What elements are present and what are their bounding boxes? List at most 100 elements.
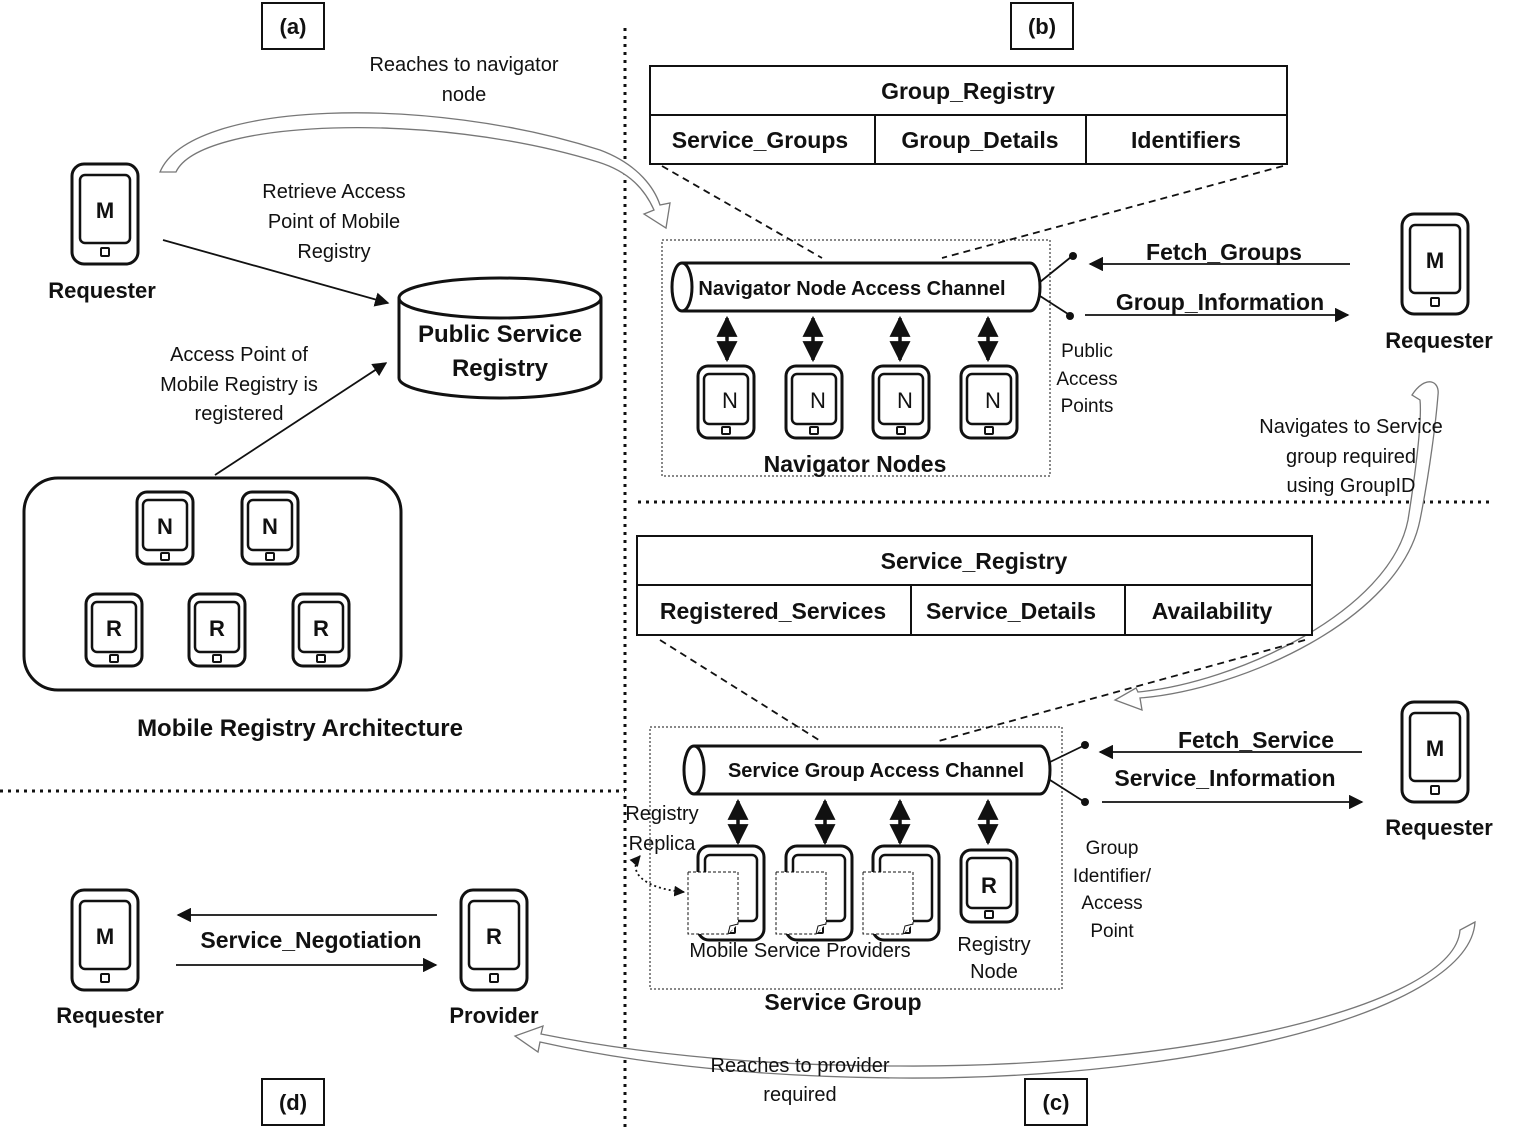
- svg-text:Reaches to navigator: Reaches to navigator: [369, 54, 558, 76]
- navigator-nodes-region: [661, 239, 1051, 477]
- svg-text:Registry: Registry: [625, 803, 698, 825]
- panel-tag-d: (d): [261, 1078, 325, 1126]
- service-group-links: [727, 798, 999, 846]
- architecture-registry-node: R: [187, 592, 247, 668]
- svg-text:Access Point of: Access Point of: [170, 344, 308, 366]
- reaches-navigator-text: Reaches to navigator node: [369, 54, 558, 106]
- registry-replica-label: Registry Replica: [625, 803, 699, 897]
- architecture-registry-node: R: [84, 592, 144, 668]
- registry-node-device: R: [959, 848, 1019, 924]
- svg-text:M: M: [1426, 736, 1444, 761]
- navigator-nodes-label: Navigator Nodes: [764, 451, 947, 477]
- svg-text:N: N: [722, 388, 738, 413]
- svg-text:M: M: [96, 198, 114, 223]
- svg-text:registered: registered: [195, 403, 284, 425]
- svg-text:node: node: [442, 84, 487, 106]
- svg-text:R: R: [106, 616, 122, 641]
- svg-text:Node: Node: [970, 961, 1018, 983]
- service-registry-title: Service_Registry: [881, 548, 1068, 574]
- requester-label-a: Requester: [48, 278, 156, 303]
- access-registered-arrow: [214, 362, 388, 476]
- svg-text:Public: Public: [1061, 341, 1113, 362]
- mobile-registry-architecture: N N R R R: [22, 476, 403, 692]
- svg-text:R: R: [209, 616, 225, 641]
- registry-replica-doc: [862, 871, 914, 935]
- fetch-service-label: Fetch_Service: [1178, 727, 1334, 753]
- panel-tag-a: (a): [261, 2, 325, 50]
- panel-c: Service_Registry Registered_Services Ser…: [625, 535, 1493, 1106]
- svg-text:R: R: [981, 873, 997, 898]
- requester-device-d: M: [70, 888, 140, 992]
- panel-tag-b: (b): [1010, 2, 1074, 50]
- svg-text:Identifier/: Identifier/: [1073, 866, 1152, 887]
- provider-device: R: [459, 888, 529, 992]
- svg-text:N: N: [262, 514, 278, 539]
- panel-d: M Requester R Provider Service_Negotiati…: [56, 888, 539, 1028]
- architecture-navigator-node: N: [240, 490, 300, 566]
- public-access-points: Public Access Points: [1039, 252, 1118, 417]
- service-registry-table: Service_Registry Registered_Services Ser…: [636, 535, 1313, 636]
- svg-text:Service Group Access Channel: Service Group Access Channel: [728, 760, 1024, 782]
- svg-text:Group: Group: [1086, 838, 1139, 859]
- panel-tag-c: (c): [1024, 1078, 1088, 1126]
- svg-text:Registry: Registry: [452, 355, 549, 382]
- svg-text:Public Service: Public Service: [418, 321, 582, 348]
- flow-arrow-to-provider: [513, 920, 1476, 1079]
- svg-text:using GroupID: using GroupID: [1287, 475, 1416, 497]
- flow-arrow-to-service-group: [1113, 381, 1439, 711]
- svg-text:R: R: [486, 924, 502, 949]
- svg-text:group required: group required: [1286, 446, 1416, 468]
- requester-label-b: Requester: [1385, 328, 1493, 353]
- svg-text:Mobile Registry is: Mobile Registry is: [160, 374, 318, 396]
- svg-text:N: N: [157, 514, 173, 539]
- navigator-node: N: [784, 364, 844, 440]
- svg-text:Registry: Registry: [957, 934, 1030, 956]
- svg-text:Reaches to provider: Reaches to provider: [711, 1055, 890, 1077]
- navigator-node: N: [871, 364, 931, 440]
- navigator-node-links: [716, 315, 999, 363]
- svg-text:Point: Point: [1090, 921, 1134, 942]
- access-registered-text: Access Point of Mobile Registry is regis…: [160, 344, 318, 425]
- svg-text:N: N: [985, 388, 1001, 413]
- svg-text:M: M: [1426, 248, 1444, 273]
- registry-node-label: Registry Node: [957, 934, 1030, 983]
- service-registry-col: Service_Details: [926, 598, 1096, 624]
- svg-text:Access: Access: [1056, 369, 1117, 390]
- public-service-registry: Public Service Registry: [397, 276, 603, 400]
- svg-text:(a): (a): [280, 14, 307, 39]
- requester-device-b: M: [1400, 212, 1470, 316]
- reaches-provider-text: Reaches to provider required: [711, 1055, 890, 1106]
- architecture-navigator-node: N: [135, 490, 195, 566]
- architecture-label: Mobile Registry Architecture: [137, 715, 463, 742]
- service-group-label: Service Group: [764, 989, 921, 1015]
- provider-label: Provider: [449, 1003, 539, 1028]
- navigator-node: N: [959, 364, 1019, 440]
- svg-text:N: N: [897, 388, 913, 413]
- panel-b: Group_Registry Service_Groups Group_Deta…: [649, 65, 1493, 497]
- group-identifier-access-point: Group Identifier/ Access Point: [1049, 741, 1152, 942]
- svg-text:N: N: [810, 388, 826, 413]
- requester-device-c: M: [1400, 700, 1470, 804]
- svg-text:Retrieve Access: Retrieve Access: [262, 181, 405, 203]
- svg-text:Points: Points: [1061, 396, 1114, 417]
- fetch-groups-label: Fetch_Groups: [1146, 239, 1302, 265]
- svg-text:Access: Access: [1081, 893, 1142, 914]
- svg-text:(b): (b): [1028, 14, 1056, 39]
- group-information-label: Group_Information: [1116, 289, 1324, 315]
- navigator-access-channel: Navigator Node Access Channel: [670, 261, 1042, 313]
- group-registry-title: Group_Registry: [881, 78, 1055, 104]
- svg-text:Navigator Node Access Channel: Navigator Node Access Channel: [698, 278, 1005, 300]
- svg-text:R: R: [313, 616, 329, 641]
- service-group-access-channel: Service Group Access Channel: [682, 744, 1052, 796]
- svg-text:(c): (c): [1043, 1090, 1070, 1115]
- requester-label-c: Requester: [1385, 815, 1493, 840]
- service-registry-col: Registered_Services: [660, 598, 886, 624]
- navigator-node: N: [696, 364, 756, 440]
- svg-text:(d): (d): [279, 1090, 307, 1115]
- group-registry-col: Service_Groups: [672, 127, 848, 153]
- svg-text:M: M: [96, 924, 114, 949]
- group-registry-table: Group_Registry Service_Groups Group_Deta…: [649, 65, 1288, 165]
- svg-text:Replica: Replica: [629, 833, 697, 855]
- svg-text:required: required: [763, 1084, 836, 1106]
